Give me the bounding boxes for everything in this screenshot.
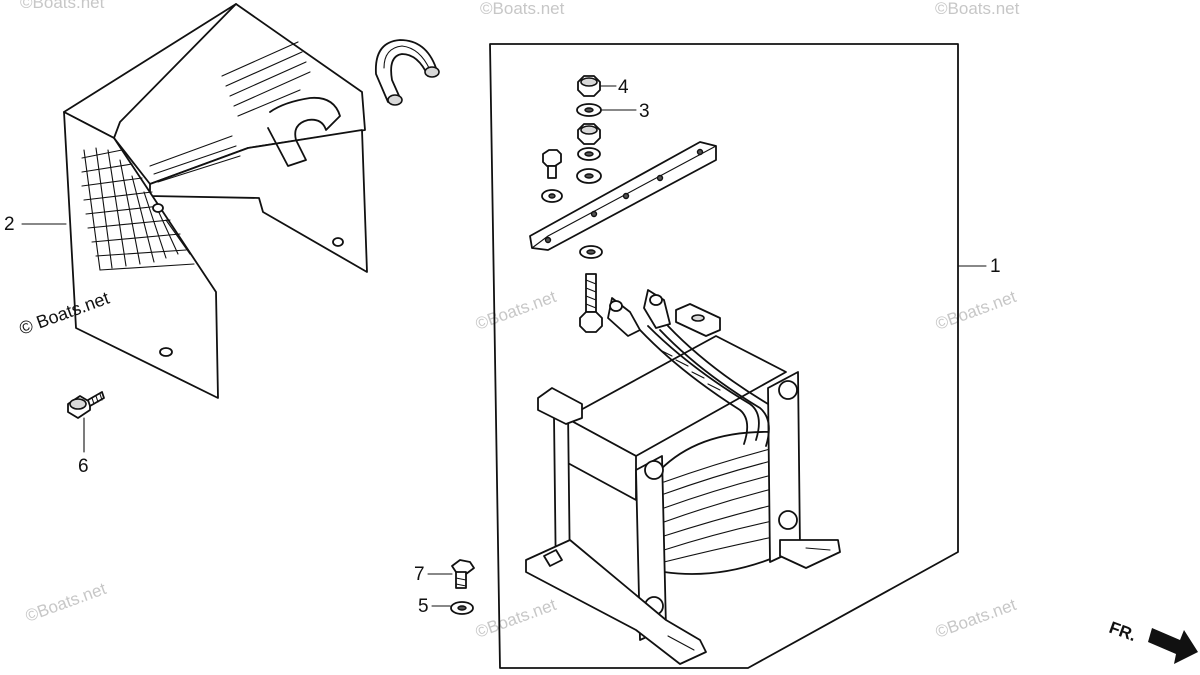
svg-text:6: 6 <box>78 456 89 477</box>
front-direction-indicator: FR. <box>1107 618 1198 664</box>
svg-text:1: 1 <box>990 256 1001 277</box>
grommet-part[interactable] <box>375 39 440 106</box>
callout-4[interactable]: 4 <box>599 77 629 98</box>
callout-3[interactable]: 3 <box>600 101 650 122</box>
svg-text:5: 5 <box>418 596 429 617</box>
watermark-top-center: ©Boats.net <box>480 0 565 18</box>
callout-5[interactable]: 5 <box>418 596 451 617</box>
svg-text:2: 2 <box>4 214 15 235</box>
callout-6[interactable]: 6 <box>78 417 89 477</box>
cover-part[interactable] <box>63 3 368 399</box>
front-arrow-icon <box>1148 628 1198 664</box>
callout-7[interactable]: 7 <box>414 564 453 585</box>
washer-part-5[interactable] <box>450 601 474 615</box>
svg-text:4: 4 <box>618 77 629 98</box>
hardware-stack[interactable] <box>541 75 602 203</box>
watermark-top-left: ©Boats.net <box>20 0 105 12</box>
watermark-mid-center: ©Boats.net <box>473 287 559 334</box>
reactor-coil[interactable] <box>525 289 841 665</box>
watermark-top-right: ©Boats.net <box>935 0 1020 18</box>
watermark-bottom-center: ©Boats.net <box>473 595 559 642</box>
flange-bolt-part[interactable] <box>67 391 105 419</box>
callout-2[interactable]: 2 <box>4 214 67 235</box>
side-grille <box>81 147 195 271</box>
callout-1[interactable]: 1 <box>957 256 1001 277</box>
terminal-strip[interactable] <box>529 141 717 251</box>
bolt-part-7[interactable] <box>451 559 475 589</box>
assembly-boundary <box>489 43 959 669</box>
watermark-mid-right: ©Boats.net <box>933 287 1019 334</box>
watermark-bottom-right: ©Boats.net <box>933 595 1019 642</box>
watermark-bottom-left: ©Boats.net <box>23 579 109 626</box>
svg-text:FR.: FR. <box>1107 618 1139 645</box>
svg-text:3: 3 <box>639 101 650 122</box>
strip-bolt[interactable] <box>579 245 603 333</box>
svg-text:7: 7 <box>414 564 425 585</box>
